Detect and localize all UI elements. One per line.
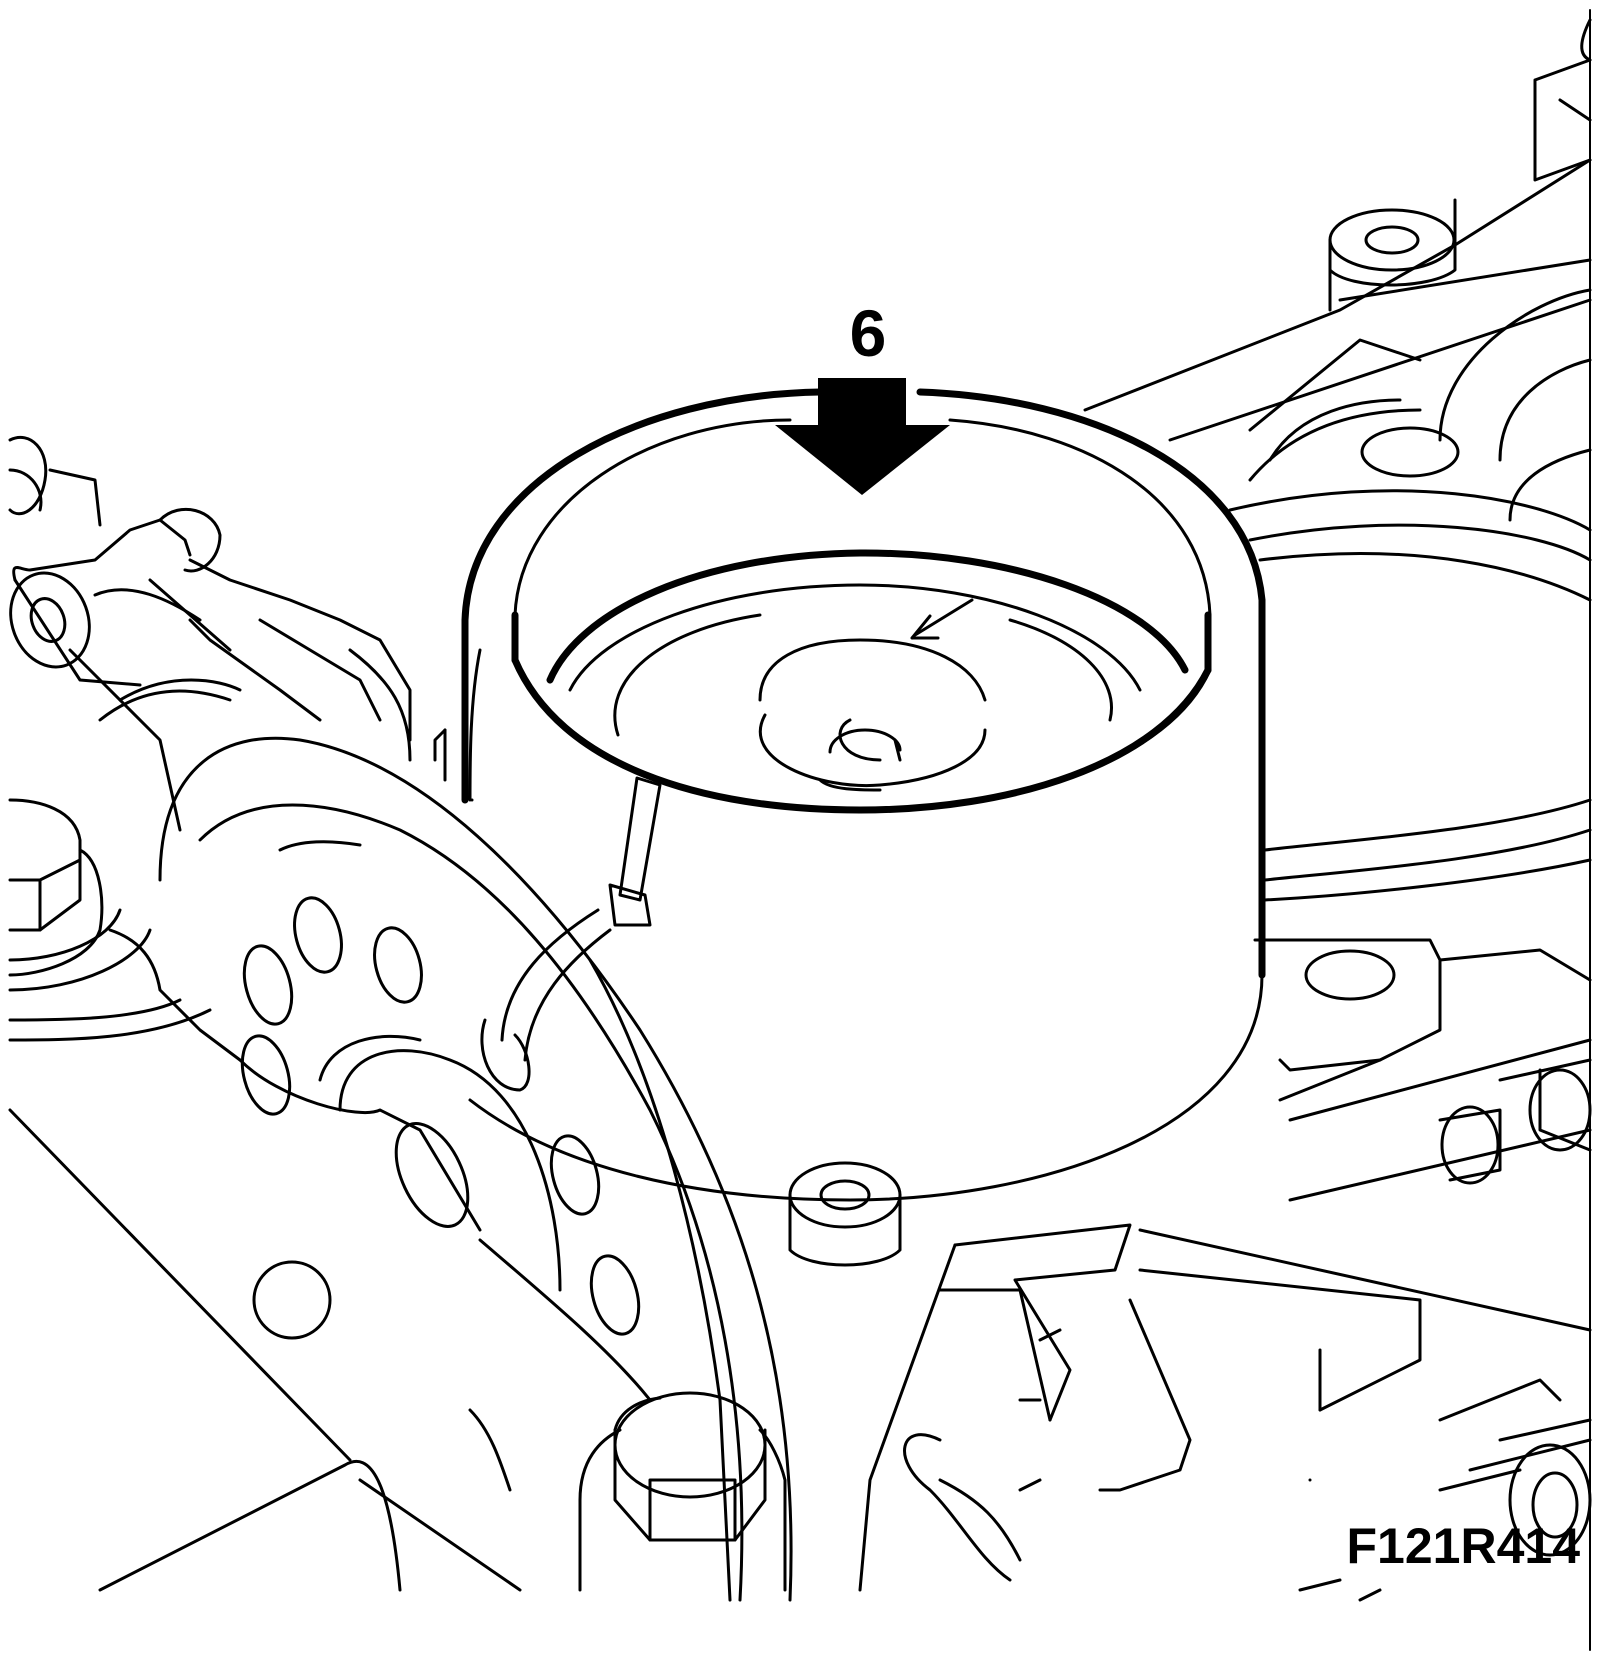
lower-block [8, 1058, 652, 1592]
tensioner-pulley [433, 388, 1266, 1202]
tension-arm [8, 435, 412, 832]
bushing [788, 1161, 902, 1267]
callout-arrow [775, 378, 950, 495]
cable-tie [480, 776, 662, 1092]
engine-cover-right [1083, 9, 1592, 1651]
figure-code: F121R414 [1346, 1518, 1581, 1574]
bolt-left [8, 798, 242, 1062]
bolt-center [578, 1391, 787, 1592]
guide-bracket [858, 1223, 1192, 1592]
callout-number: 6 [849, 296, 887, 370]
cam-gear [158, 736, 793, 1602]
